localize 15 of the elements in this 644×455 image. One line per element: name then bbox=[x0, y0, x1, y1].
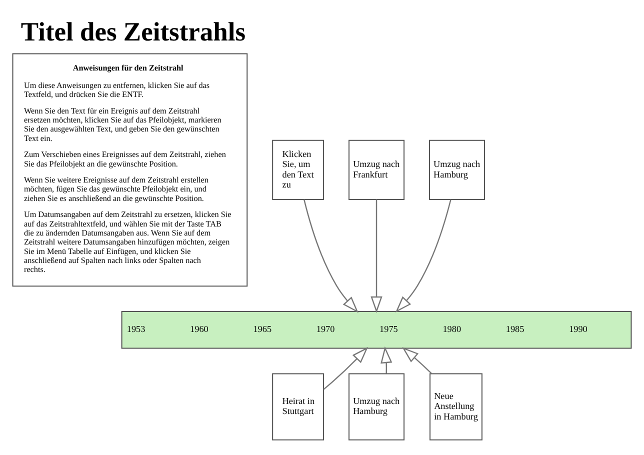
node-box: Umzug nach Hamburg bbox=[348, 372, 405, 440]
node-box: 1953 1960 1965 1970 1975 1980 1985 1990 bbox=[121, 310, 632, 348]
node-box: Anweisungen für den Zeitstrahl Um diese Anweisungen zu entfernen, klicken Sie auf das Textfeld, und drücken Sie die ENTF. Wenn Sie den Text für ein Ereignis auf dem Zeitstrahl ersetzen möchten, klicken Sie auf das Pfeilobjekt, markieren Sie den ausgewählten Text, und geben Sie den gewünschten Text ein. Zum Verschieben eines Ereignisses auf dem Zeitstrahl, ziehen Sie das Pfeilobjekt an die gewünschte Position. Wenn Sie weitere Ereignisse auf dem Zeitstrahl erstellen möchten, fügen Sie das gewünschte Pfeilobjekt ein, und ziehen Sie es anschließend an die gewünschte Position. Um Datumsangaben auf dem Zeitstrahl zu ersetzen, klicken Sie auf das Zeitstrahltextfeld, und wählen Sie mit der Taste TAB die zu ändernden Datumsangaben aus. Wenn Sie auf dem Zeitstrahl weitere Datumsangaben hinzufügen möchten, zeigen Sie im Menü Tabelle auf Einfügen, und klicken Sie anschließend auf Spalten nach links oder Spalten nach rechts. bbox=[12, 52, 248, 286]
node-box: Umzug nach Hamburg bbox=[428, 139, 486, 200]
node-box: Klicken Sie, um den Text zu bbox=[272, 139, 324, 200]
arrow bbox=[323, 346, 368, 390]
arrow bbox=[304, 199, 358, 312]
node-box: Umzug nach Frankfurt bbox=[348, 139, 405, 200]
diagram-title: Titel des Zeitstrahls bbox=[20, 16, 246, 46]
node-box: Heirat in Stuttgart bbox=[272, 372, 324, 440]
arrow bbox=[395, 199, 452, 312]
arrow bbox=[370, 199, 382, 313]
arrow bbox=[402, 346, 432, 374]
arrow bbox=[380, 346, 392, 374]
node-box: Neue Anstellung in Hamburg bbox=[430, 372, 482, 440]
